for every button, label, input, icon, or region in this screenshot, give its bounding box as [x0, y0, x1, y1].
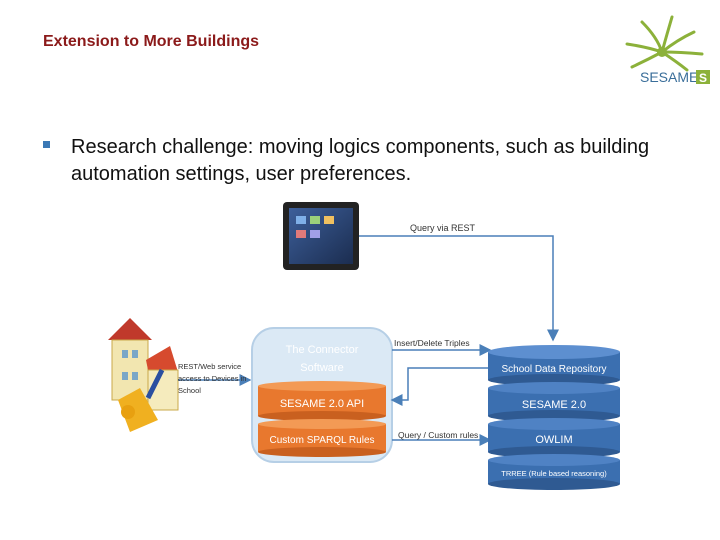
api-label: SESAME 2.0 API	[280, 398, 364, 410]
logo-badge-letter: S	[699, 71, 707, 85]
connector-title-1: The Connector	[286, 344, 359, 356]
trree-disk: TRREE (Rule based reasoning)	[488, 454, 620, 490]
sun-icon	[625, 15, 704, 72]
sesame-label: SESAME 2.0	[522, 399, 586, 411]
rules-label: Custom SPARQL Rules	[269, 435, 374, 446]
owlim-disk: OWLIM	[488, 418, 620, 458]
sesame-disk: SESAME 2.0	[488, 382, 620, 422]
label-insert-delete: Insert/Delete Triples	[394, 338, 470, 348]
bullet-text: Research challenge: moving logics compon…	[71, 136, 650, 185]
repository-header-disk: School Data Repository	[488, 345, 620, 386]
trree-label: TRREE (Rule based reasoning)	[501, 469, 607, 478]
api-disk: SESAME 2.0 API	[258, 381, 386, 421]
edge-query-rest	[359, 235, 559, 342]
label-rest-web-service-3: School	[178, 386, 201, 395]
label-rest-web-service-2: access to Devices in	[178, 374, 246, 383]
school-building-icon	[108, 318, 179, 432]
label-query-rest: Query via REST	[410, 223, 476, 233]
sesame-logo: SESAME S	[625, 15, 710, 85]
rules-disk: Custom SPARQL Rules	[258, 419, 386, 457]
tablet-icon	[283, 202, 359, 270]
bullet-marker	[43, 141, 50, 148]
connector-software: The Connector Software SESAME 2.0 API Cu…	[251, 327, 393, 463]
school-data-repository: School Data Repository SESAME 2.0 OWLIM …	[488, 345, 620, 490]
logo-wordmark: SESAME	[640, 69, 698, 85]
repository-header-label: School Data Repository	[501, 364, 606, 375]
label-query-custom: Query / Custom rules	[398, 430, 478, 440]
connector-title-2: Software	[300, 362, 343, 374]
slide-title: Extension to More Buildings	[43, 33, 260, 50]
owlim-label: OWLIM	[535, 434, 572, 446]
edge-return	[390, 367, 488, 406]
label-rest-web-service-1: REST/Web service	[178, 362, 241, 371]
